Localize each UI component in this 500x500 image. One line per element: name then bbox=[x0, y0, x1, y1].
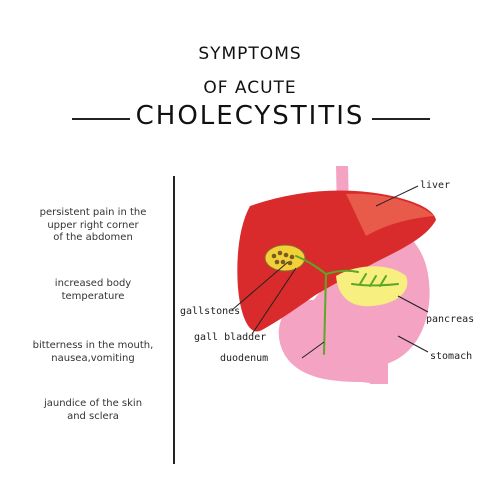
divider-line bbox=[173, 176, 175, 464]
label-duodenum: duodenum bbox=[220, 353, 268, 364]
label-liver: liver bbox=[420, 180, 450, 191]
label-gall-bladder: gall bladder bbox=[194, 332, 266, 343]
symptom-bitterness: bitterness in the mouth, nausea,vomiting bbox=[32, 340, 154, 364]
symptom-temperature: increased body temperature bbox=[54, 278, 132, 302]
leader-lines bbox=[231, 185, 429, 359]
duodenum bbox=[278, 300, 388, 384]
gallstones bbox=[271, 250, 295, 266]
bile-duct bbox=[295, 255, 399, 355]
label-pancreas: pancreas bbox=[426, 314, 474, 325]
duodenum-end bbox=[370, 362, 388, 384]
title-line-2: OF ACUTE bbox=[203, 78, 297, 98]
symptom-pain: persistent pain in the upper right corne… bbox=[39, 207, 147, 243]
liver-highlight bbox=[346, 193, 434, 236]
gallbladder bbox=[264, 244, 306, 272]
label-stomach: stomach bbox=[430, 351, 472, 362]
title-main: CHOLECYSTITIS bbox=[135, 101, 365, 131]
title-line-1: SYMPTOMS bbox=[198, 44, 302, 64]
symptom-jaundice: jaundice of the skin and sclera bbox=[43, 398, 143, 422]
title-rule-left bbox=[72, 118, 130, 120]
label-gallstones: gallstones bbox=[180, 306, 240, 317]
title-rule-right bbox=[372, 118, 430, 120]
